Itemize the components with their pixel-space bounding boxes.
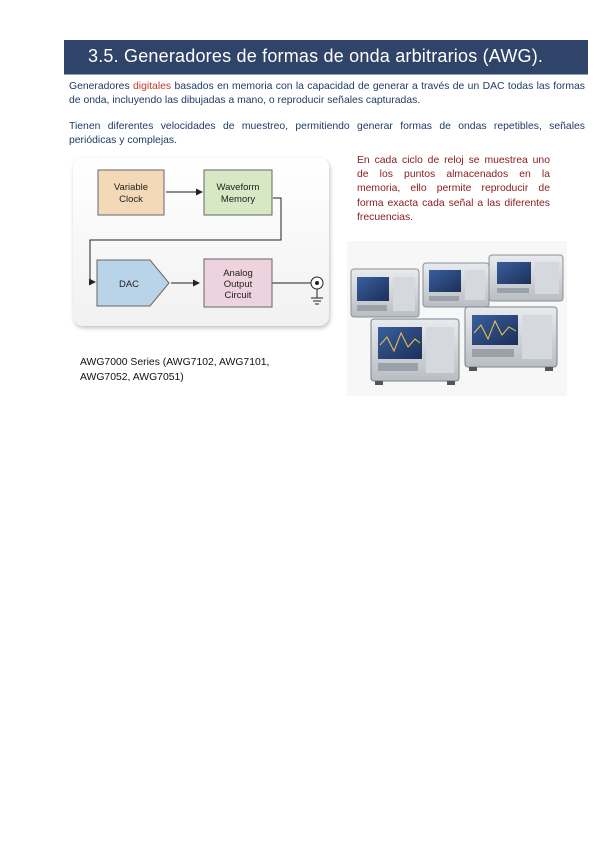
variable-clock-block [97,169,165,216]
instruments-illustration [350,254,564,385]
output-label-3: Circuit [225,290,252,301]
instrument-unit [422,262,490,308]
instrument-unit [464,306,558,371]
title-bar: 3.5. Generadores de formas de onda arbit… [64,40,588,75]
output-terminal-icon [310,276,324,305]
memory-label-2: Memory [221,194,256,205]
intro-paragraph: Generadores digitales basados en memoria… [69,80,585,108]
instrument-unit [350,268,420,318]
highlighted-word: digitales [133,81,172,92]
dac-label: DAC [119,279,139,290]
clock-label-1: Variable [114,182,148,193]
output-label-2: Output [224,279,253,290]
memory-label-1: Waveform [217,182,260,193]
intro-text-start: Generadores [69,81,133,92]
caption-line-2: AWG7052, AWG7051) [80,372,184,383]
analog-output-block [203,258,273,308]
instrument-unit [370,318,460,385]
clock-cycle-note: En cada ciclo de reloj se muestrea uno d… [357,155,550,223]
sampling-paragraph: Tienen diferentes velocidades de muestre… [69,121,585,146]
instrument-unit [488,254,564,302]
caption-line-1: AWG7000 Series (AWG7102, AWG7101, [80,357,270,368]
dac-block [96,259,170,307]
memory-to-dac-arrow [89,197,282,286]
awg-instruments-photo [347,241,567,396]
page-title: 3.5. Generadores de formas de onda arbit… [88,46,544,66]
product-caption: AWG7000 Series (AWG7102, AWG7101, AWG705… [80,355,340,385]
awg-block-diagram: Variable Clock Waveform Memory DAC Analo… [73,158,329,326]
intro-text-end: basados en memoria con la capacidad de g… [69,81,585,106]
output-label-1: Analog [223,268,253,279]
clock-label-2: Clock [119,194,143,205]
block-diagram-svg: Variable Clock Waveform Memory DAC Analo… [89,169,324,308]
waveform-memory-block [203,169,273,216]
